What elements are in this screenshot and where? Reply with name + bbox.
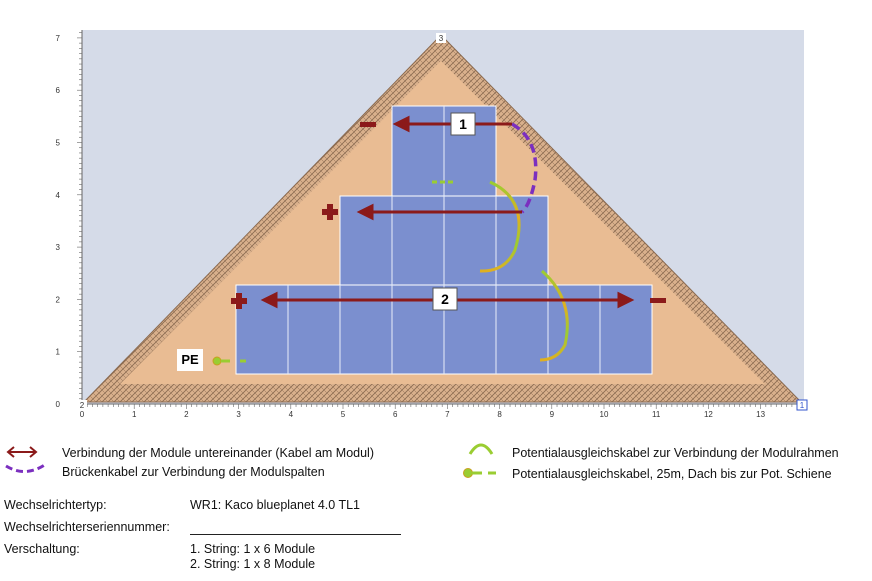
x-tick-label: 10 xyxy=(600,410,609,419)
plus-terminal-icon xyxy=(322,204,338,220)
wiring-label: Verschaltung: xyxy=(4,542,80,556)
minus-terminal-icon xyxy=(650,298,666,303)
minus-terminal-icon xyxy=(360,122,376,127)
y-tick-label: 0 xyxy=(56,400,61,409)
ground-connection-icon xyxy=(212,356,246,366)
x-tick-label: 5 xyxy=(341,410,346,419)
y-tick-label: 6 xyxy=(56,86,61,95)
y-tick-label: 7 xyxy=(56,34,61,43)
potential-equalization-cables xyxy=(265,180,618,362)
wiring-line-1: 1. String: 1 x 6 Module xyxy=(190,542,316,556)
svg-text:1: 1 xyxy=(800,401,805,410)
string-label-1: 1 xyxy=(450,112,476,136)
x-tick-label: 2 xyxy=(184,410,189,419)
x-tick-label: 11 xyxy=(652,410,661,419)
x-tick-label: 7 xyxy=(445,410,450,419)
svg-text:3: 3 xyxy=(439,34,444,43)
legend-item-string-cable: Verbindung der Module untereinander (Kab… xyxy=(62,446,374,460)
svg-text:2: 2 xyxy=(441,291,449,307)
x-tick-label: 12 xyxy=(704,410,713,419)
wiring-line-2: 2. String: 1 x 8 Module xyxy=(190,557,316,571)
terminal-markers xyxy=(231,122,666,309)
x-tick-label: 4 xyxy=(289,410,294,419)
x-tick-label: 13 xyxy=(756,410,765,419)
dashed-bridge-icon xyxy=(5,462,47,473)
legend-item-ground-cable: Potentialausgleichskabel, 25m, Dach bis … xyxy=(512,467,832,481)
x-tick-label: 0 xyxy=(80,410,85,419)
bridge-cable xyxy=(511,122,538,214)
y-tick-label: 3 xyxy=(56,243,61,252)
x-tick-label: 1 xyxy=(132,410,137,419)
x-tick-label: 9 xyxy=(550,410,555,419)
string-label-2: 2 xyxy=(432,287,458,311)
plus-terminal-icon xyxy=(231,293,247,309)
y-tick-label: 5 xyxy=(56,139,61,148)
arc-cable-icon xyxy=(468,443,494,455)
legend-item-frame-cable: Potentialausgleichskabel zur Verbindung … xyxy=(512,446,839,460)
inverter-type-label: Wechselrichtertyp: xyxy=(4,498,107,512)
double-arrow-icon xyxy=(6,446,38,458)
x-tick-label: 8 xyxy=(497,410,502,419)
legend-item-bridge-cable: Brückenkabel zur Verbindung der Modulspa… xyxy=(62,465,325,479)
apex-marker: 3 xyxy=(436,33,446,43)
y-tick-label: 4 xyxy=(56,191,61,200)
left-corner-marker: 2 xyxy=(77,400,87,410)
svg-text:PE: PE xyxy=(181,352,199,367)
svg-text:2: 2 xyxy=(80,401,85,410)
serial-value-field[interactable] xyxy=(190,520,401,535)
y-tick-label: 2 xyxy=(56,295,61,304)
pe-label: PE xyxy=(177,349,203,371)
y-tick-label: 1 xyxy=(56,348,61,357)
serial-label: Wechselrichterseriennummer: xyxy=(4,520,170,534)
right-corner-marker: 1 xyxy=(796,399,808,411)
ground-cable-icon xyxy=(463,468,496,478)
svg-text:1: 1 xyxy=(459,116,467,132)
x-tick-label: 3 xyxy=(236,410,241,419)
inverter-type-value: WR1: Kaco blueplanet 4.0 TL1 xyxy=(190,498,361,512)
x-tick-label: 6 xyxy=(393,410,398,419)
